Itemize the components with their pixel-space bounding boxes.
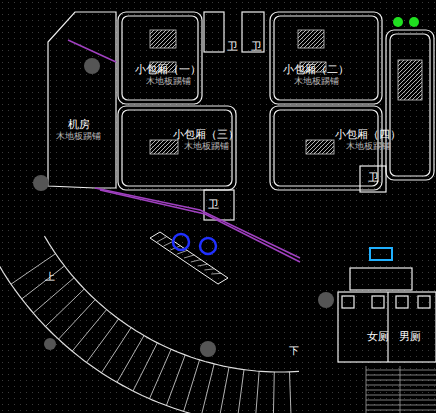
room: 小包厢（三）木地板踢铺 — [173, 129, 239, 151]
room: 卫 — [227, 41, 238, 53]
room-name: 女厕 — [367, 331, 389, 343]
room-name: 机房 — [56, 119, 101, 131]
room: 卫 — [368, 172, 379, 184]
floor-note: 木地板踢铺 — [335, 141, 401, 151]
room: 小包厢（一）木地板踢铺 — [135, 64, 201, 86]
room: 机房木地板踢铺 — [56, 119, 101, 141]
room-name: 卫 — [368, 172, 379, 184]
stair-direction: 上 — [45, 271, 55, 282]
room-name: 男厕 — [399, 331, 421, 343]
room-name: 卫 — [251, 41, 262, 53]
stair-direction: 下 — [289, 345, 299, 356]
floor-note: 木地板踢铺 — [135, 76, 201, 86]
room: 卫 — [251, 41, 262, 53]
floor-note: 木地板踢铺 — [173, 141, 239, 151]
room: 男厕 — [399, 331, 421, 343]
room: 女厕 — [367, 331, 389, 343]
room: 小包厢（四）木地板踢铺 — [335, 129, 401, 151]
room-name: 小包厢（二） — [283, 64, 349, 76]
room: 卫 — [208, 199, 219, 211]
room: 小包厢（二）木地板踢铺 — [283, 64, 349, 86]
floor-note: 木地板踢铺 — [56, 131, 101, 141]
room-name: 小包厢（一） — [135, 64, 201, 76]
room-name: 卫 — [227, 41, 238, 53]
room-name: 小包厢（三） — [173, 129, 239, 141]
room-name: 卫 — [208, 199, 219, 211]
floor-note: 木地板踢铺 — [283, 76, 349, 86]
room-name: 小包厢（四） — [335, 129, 401, 141]
